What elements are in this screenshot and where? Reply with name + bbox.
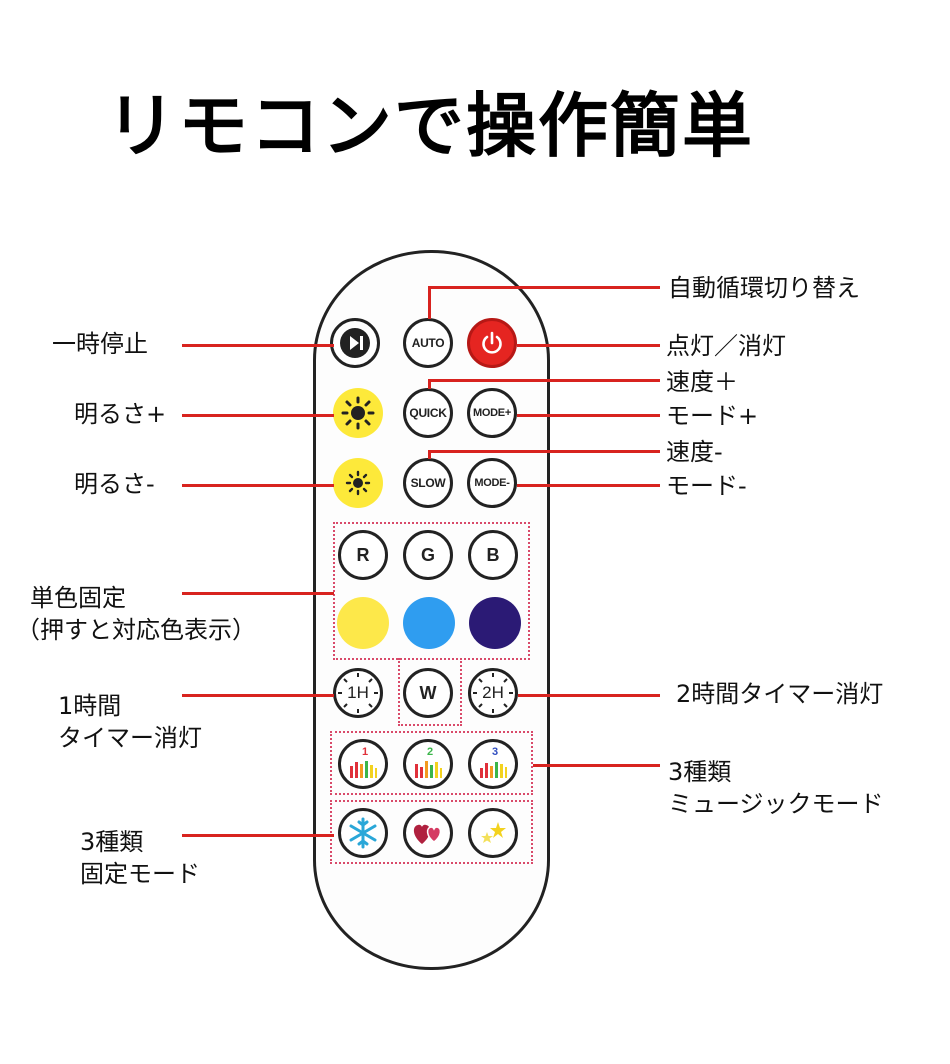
- mode-plus-button[interactable]: MODE+: [467, 388, 517, 438]
- label-bright-down: 明るさ-: [74, 470, 155, 498]
- music-group-frame: [330, 731, 533, 795]
- quick-button[interactable]: QUICK: [403, 388, 453, 438]
- color-group-frame: [333, 522, 530, 660]
- stars-mode-button[interactable]: [468, 808, 518, 858]
- play-pause-button[interactable]: [330, 318, 380, 368]
- label-timer1: 1時間: [58, 692, 122, 720]
- label-pause: 一時停止: [52, 330, 148, 358]
- mode-minus-button[interactable]: MODE-: [467, 458, 517, 508]
- music-mode-1-button[interactable]: 1: [338, 739, 388, 789]
- label-music-mode: ミュージックモード: [668, 790, 884, 818]
- callout-line-slow: [428, 450, 660, 453]
- callout-line-power: [517, 344, 660, 347]
- timer-1h-button[interactable]: 1H: [333, 668, 383, 718]
- equalizer-3-icon: [480, 762, 507, 778]
- callout-line-quick-vertical: [428, 379, 431, 389]
- green-button[interactable]: G: [403, 530, 453, 580]
- label-speed-down: 速度-: [666, 438, 723, 466]
- callout-line-bright-up: [182, 414, 334, 417]
- brightness-down-button[interactable]: [333, 458, 383, 508]
- slow-button[interactable]: SLOW: [403, 458, 453, 508]
- callout-line-timer1: [182, 694, 334, 697]
- stars-icon: [481, 822, 506, 843]
- callout-line-single-color: [182, 592, 334, 595]
- label-auto-cycle: 自動循環切り替え: [668, 274, 860, 302]
- label-single-color-note: （押すと対応色表示）: [16, 616, 256, 644]
- light-blue-color-button[interactable]: [403, 597, 455, 649]
- label-music-count: 3種類: [668, 758, 732, 786]
- label-timer2: 2時間タイマー消灯: [676, 680, 884, 708]
- label-fixed-mode: 固定モード: [80, 860, 200, 888]
- page-title: リモコンで操作簡単: [106, 85, 754, 167]
- equalizer-1-icon: [350, 761, 377, 778]
- snowflake-icon: [349, 817, 377, 849]
- music-mode-3-button[interactable]: 3: [468, 739, 518, 789]
- sun-small-icon: [345, 470, 371, 496]
- callout-line-mode-minus: [517, 484, 660, 487]
- label-mode-down: モード-: [666, 472, 747, 500]
- clock-1h-icon: [338, 673, 378, 713]
- play-pause-icon: [340, 328, 370, 358]
- red-button[interactable]: R: [338, 530, 388, 580]
- white-group-frame: [398, 658, 462, 726]
- music-2-number: 2: [427, 746, 434, 758]
- power-button[interactable]: [467, 318, 517, 368]
- label-speed-up: 速度＋: [666, 368, 738, 396]
- music-mode-2-button[interactable]: 2: [403, 739, 453, 789]
- timer-2h-button[interactable]: 2H: [468, 668, 518, 718]
- fixed-group-frame: [330, 800, 533, 864]
- navy-color-button[interactable]: [469, 597, 521, 649]
- auto-button[interactable]: AUTO: [403, 318, 453, 368]
- label-timer1-desc: タイマー消灯: [58, 724, 202, 752]
- callout-line-mode-plus: [517, 414, 660, 417]
- snowflake-mode-button[interactable]: [338, 808, 388, 858]
- callout-line-auto: [428, 286, 660, 289]
- sun-large-icon: [341, 396, 375, 430]
- callout-line-bright-down: [182, 484, 334, 487]
- callout-line-auto-vertical: [428, 286, 431, 319]
- label-power: 点灯／消灯: [666, 332, 786, 360]
- music-1-number: 1: [362, 746, 369, 758]
- callout-line-pause: [182, 344, 334, 347]
- clock-2h-icon: [473, 673, 513, 713]
- label-single-color: 単色固定: [30, 584, 126, 612]
- equalizer-2-icon: [415, 761, 442, 778]
- callout-line-quick: [428, 379, 660, 382]
- callout-line-music: [533, 764, 660, 767]
- hearts-mode-button[interactable]: [403, 808, 453, 858]
- hearts-icon: [413, 824, 442, 844]
- yellow-color-button[interactable]: [337, 597, 389, 649]
- timer-1h-label: 1H: [347, 683, 369, 702]
- music-3-number: 3: [492, 746, 499, 758]
- callout-line-timer2: [518, 694, 660, 697]
- label-mode-up: モード+: [666, 402, 759, 430]
- blue-button[interactable]: B: [468, 530, 518, 580]
- label-bright-up: 明るさ+: [74, 400, 167, 428]
- callout-line-fixed: [182, 834, 334, 837]
- brightness-up-button[interactable]: [333, 388, 383, 438]
- power-icon: [482, 331, 502, 354]
- timer-2h-label: 2H: [482, 683, 504, 702]
- callout-line-slow-vertical: [428, 450, 431, 459]
- white-button[interactable]: W: [403, 668, 453, 718]
- label-fixed-count: 3種類: [80, 828, 144, 856]
